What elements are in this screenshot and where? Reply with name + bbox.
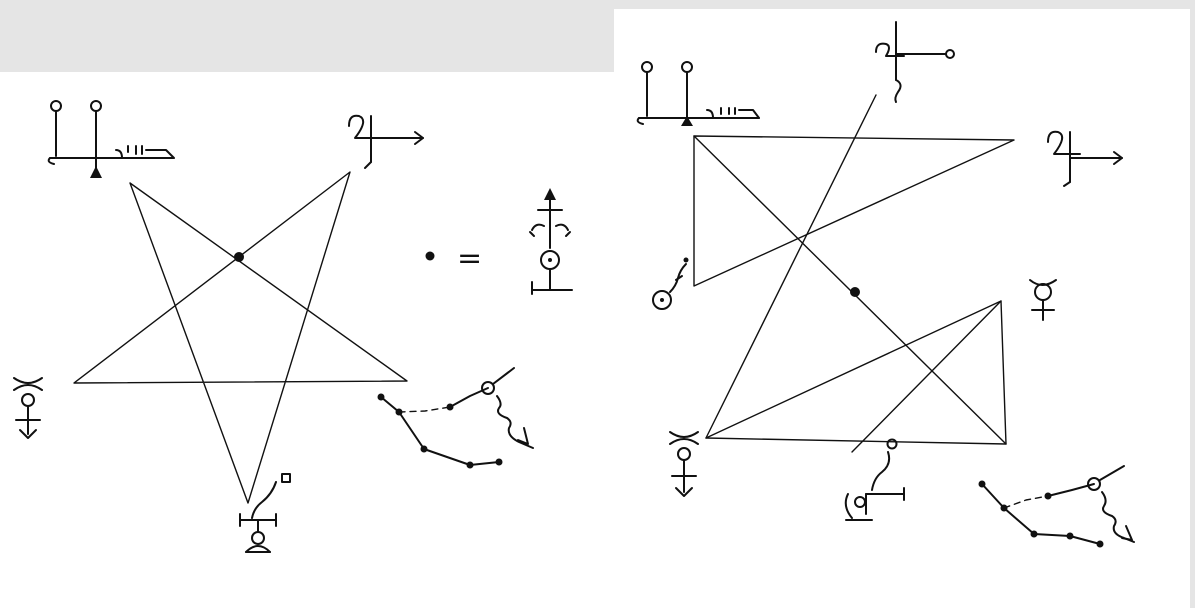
pentagram-figure [73, 171, 408, 504]
legend: = [425, 188, 573, 295]
jupiter-icon [348, 114, 424, 169]
constellation-icon-right [978, 465, 1135, 548]
lower-triangle [705, 300, 1007, 445]
bowtie-center-point [850, 287, 860, 297]
jupiter-icon-right [1047, 130, 1123, 187]
constellation-icon [377, 367, 534, 469]
long-diagonal-left [705, 94, 877, 439]
right-edge-band [1190, 0, 1195, 608]
header-band-right [614, 0, 1195, 9]
upper-triangle [693, 135, 1015, 287]
sigil-sun-icon-right [652, 257, 689, 310]
venus-icon [1029, 279, 1057, 321]
header-band-left [0, 0, 614, 72]
long-diagonal-right [851, 300, 1002, 453]
sigil-mercury-icon-right [636, 61, 760, 126]
sigil-bottom-icon [844, 438, 905, 521]
saturn-icon-right [875, 21, 955, 103]
legend-equals: = [457, 241, 482, 276]
sigil-mercury-icon [47, 100, 175, 178]
sigil-sun-icon [529, 188, 573, 295]
pentagram-center-point [234, 252, 244, 262]
pentagram-lines [73, 171, 408, 504]
legend-dot [425, 251, 435, 261]
sigil-moon-icon [13, 377, 43, 439]
bowtie-figure [693, 94, 1015, 453]
saturn-icon [239, 473, 291, 553]
sigil-moon-icon-right [669, 431, 699, 497]
center-diagonal [693, 135, 1007, 445]
